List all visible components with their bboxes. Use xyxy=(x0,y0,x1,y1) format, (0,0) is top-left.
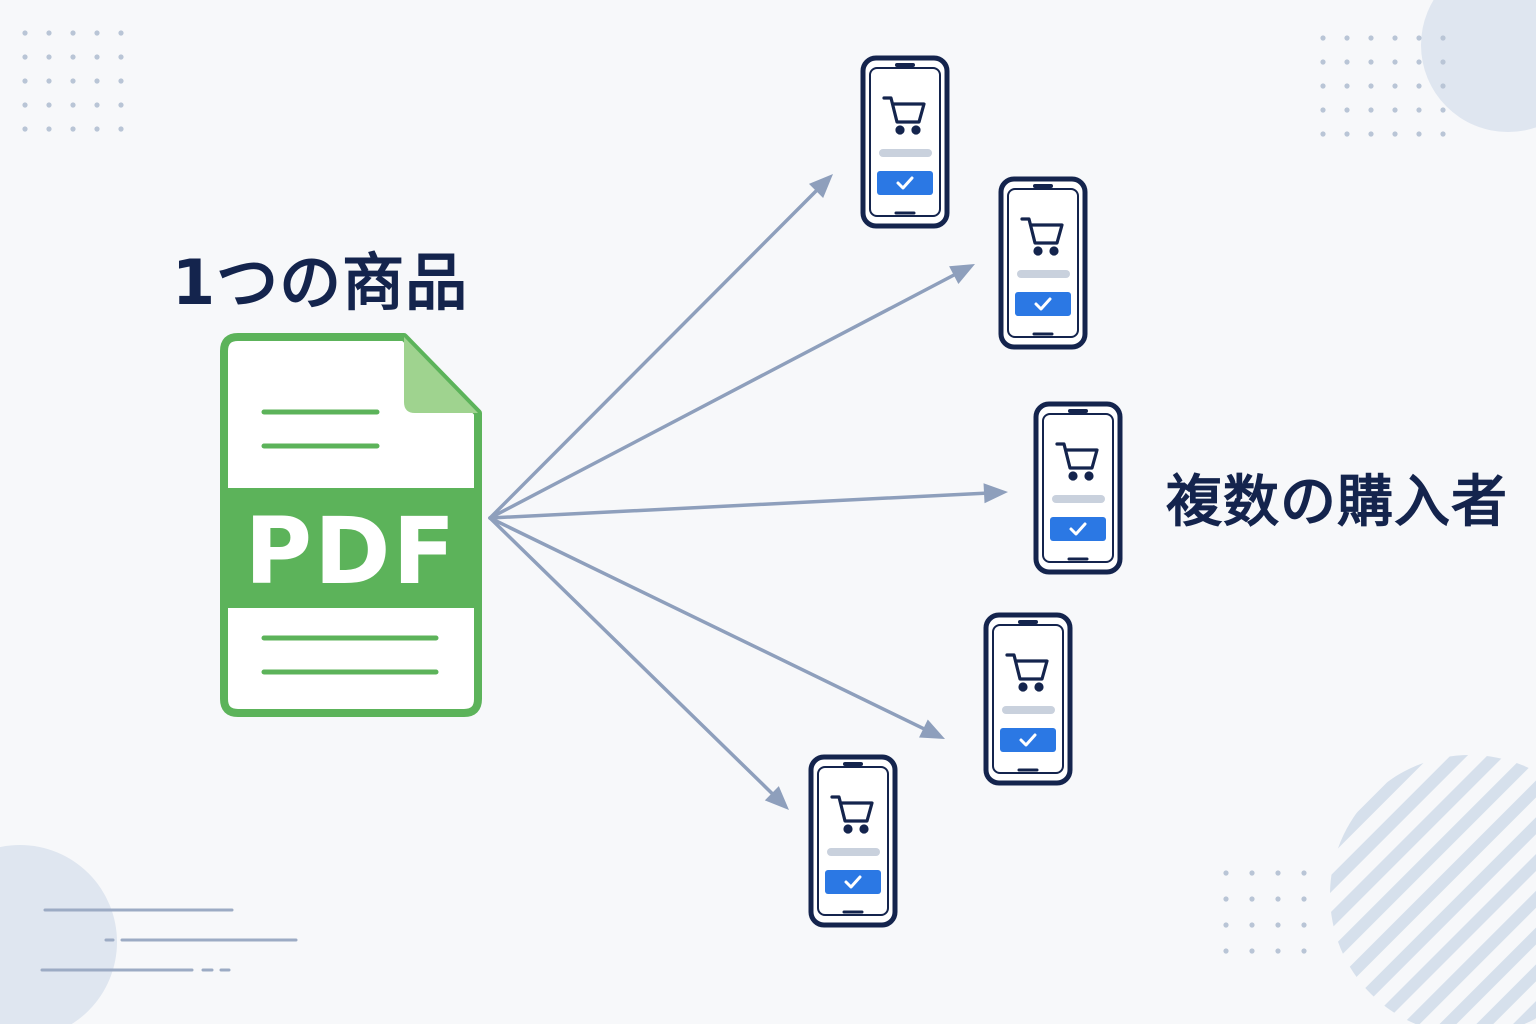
decor-striped-circle xyxy=(1330,755,1536,1024)
document-text-lines xyxy=(261,409,439,675)
checkmark-icon xyxy=(825,870,881,894)
arrow-to-buyer-1 xyxy=(488,174,833,520)
smartphone-icon xyxy=(860,55,950,229)
checkmark-icon xyxy=(1050,517,1106,541)
arrow-to-buyer-2 xyxy=(488,264,975,520)
arrow-to-buyer-4 xyxy=(488,516,945,739)
pdf-file-icon: PDF xyxy=(220,333,482,717)
checkmark-icon xyxy=(1015,292,1071,316)
decor-circle-top-right xyxy=(1421,0,1536,132)
decor-circle-bottom-left xyxy=(0,845,117,1024)
decor-dots-top-left xyxy=(22,30,124,132)
pdf-label: PDF xyxy=(245,498,458,605)
decor-dots-top-right xyxy=(1320,35,1446,137)
checkmark-icon xyxy=(1000,728,1056,752)
shopping-cart-icon xyxy=(1055,442,1099,481)
shopping-cart-icon xyxy=(1020,217,1064,256)
pdf-band xyxy=(228,488,474,608)
distribution-arrows xyxy=(488,174,1008,810)
checkmark-icon xyxy=(877,171,933,195)
decor-lines xyxy=(40,908,298,972)
smartphone-icon xyxy=(1033,401,1123,575)
decor-dots-bottom-right xyxy=(1223,870,1307,954)
shopping-cart-icon xyxy=(882,96,926,135)
smartphone-icon xyxy=(808,754,898,928)
document-folded-corner xyxy=(404,337,478,413)
shopping-cart-icon xyxy=(1005,653,1049,692)
product-label: 1つの商品 xyxy=(172,246,469,319)
buyer-devices xyxy=(808,55,1123,928)
smartphone-icon xyxy=(998,176,1088,350)
arrow-to-buyer-3 xyxy=(488,483,1008,520)
arrow-to-buyer-5 xyxy=(488,516,789,810)
shopping-cart-icon xyxy=(830,795,874,834)
smartphone-icon xyxy=(983,612,1073,786)
buyers-label: 複数の購入者 xyxy=(1166,470,1508,535)
